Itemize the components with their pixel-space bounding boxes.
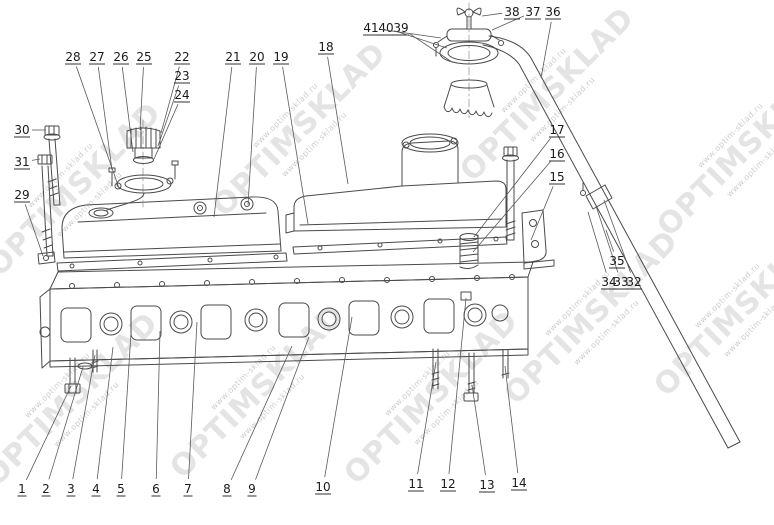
intake-manifold xyxy=(285,133,507,234)
callout-12: 12 xyxy=(440,477,455,491)
callout-32: 32 xyxy=(626,275,641,289)
callout-33: 33 xyxy=(613,275,628,289)
breather-spring-plug xyxy=(459,233,479,270)
leader-line-33 xyxy=(595,205,619,273)
callout-23: 23 xyxy=(174,69,189,83)
long-bolt-a xyxy=(43,125,61,206)
callout-27: 27 xyxy=(89,50,104,64)
mounting-bracket xyxy=(521,209,555,270)
callout-25: 25 xyxy=(136,50,151,64)
breather-tube xyxy=(482,35,741,449)
callout-26: 26 xyxy=(113,50,128,64)
leader-line-40 xyxy=(395,30,448,49)
leader-line-24 xyxy=(153,104,179,160)
leader-line-37 xyxy=(491,15,525,31)
callout-30: 30 xyxy=(14,123,29,137)
head-studs-and-bolts xyxy=(64,348,510,402)
callout-29: 29 xyxy=(14,188,29,202)
leader-line-14 xyxy=(504,365,519,474)
callout-7: 7 xyxy=(184,482,192,496)
callout-10: 10 xyxy=(315,480,330,494)
leader-line-29 xyxy=(24,204,44,257)
callout-11: 11 xyxy=(408,477,423,491)
leader-line-18 xyxy=(327,56,349,185)
callout-15: 15 xyxy=(549,170,564,184)
callout-41: 41 xyxy=(363,21,378,35)
leader-line-41 xyxy=(380,29,442,39)
callout-24: 24 xyxy=(174,88,189,102)
leader-line-4 xyxy=(96,346,114,480)
long-bolt-b xyxy=(37,154,54,257)
leader-line-35 xyxy=(605,229,615,252)
leader-line-11 xyxy=(417,361,437,475)
cylinder-head xyxy=(39,261,534,369)
leader-line-13 xyxy=(471,384,486,476)
callout-19: 19 xyxy=(273,50,288,64)
leader-line-31 xyxy=(31,158,41,161)
oil-filler-cap-assembly xyxy=(106,119,179,211)
callout-6: 6 xyxy=(152,482,160,496)
callout-14: 14 xyxy=(511,476,526,490)
valve-cover-gasket xyxy=(56,252,288,272)
leader-line-16 xyxy=(472,161,551,253)
leader-line-10 xyxy=(324,316,353,478)
callout-2: 2 xyxy=(42,482,50,496)
valve-cover xyxy=(61,196,282,259)
leader-line-25 xyxy=(139,66,144,131)
breather-cap-assembly xyxy=(433,2,504,119)
callout-4: 4 xyxy=(92,482,100,496)
callout-13: 13 xyxy=(479,478,494,492)
callout-31: 31 xyxy=(14,155,29,169)
leader-line-21 xyxy=(213,66,233,218)
leader-line-23 xyxy=(157,85,180,147)
callout-28: 28 xyxy=(65,50,80,64)
leader-line-3 xyxy=(72,354,96,480)
leader-line-19 xyxy=(282,66,309,225)
leader-line-2 xyxy=(48,366,84,480)
callout-16: 16 xyxy=(549,147,564,161)
leader-line-1 xyxy=(25,385,72,481)
callout-38: 38 xyxy=(504,5,519,19)
retainer-clip xyxy=(37,251,56,265)
leader-line-36 xyxy=(540,21,552,79)
leader-line-22 xyxy=(160,66,180,134)
leader-line-15 xyxy=(530,186,554,241)
leader-line-27 xyxy=(97,66,113,171)
leader-line-32 xyxy=(603,199,631,273)
leader-line-12 xyxy=(448,297,467,475)
callout-18: 18 xyxy=(318,40,333,54)
callout-5: 5 xyxy=(117,482,125,496)
callout-9: 9 xyxy=(248,482,256,496)
callout-3: 3 xyxy=(67,482,75,496)
leader-line-28 xyxy=(75,66,120,189)
callout-8: 8 xyxy=(223,482,231,496)
leader-line-17 xyxy=(473,137,552,238)
callout-36: 36 xyxy=(545,5,560,19)
callout-37: 37 xyxy=(525,5,540,19)
leader-line-9 xyxy=(255,336,310,480)
leader-line-34 xyxy=(587,211,607,273)
callout-35: 35 xyxy=(609,254,624,268)
callout-34: 34 xyxy=(601,275,616,289)
leader-line-26 xyxy=(121,66,134,153)
leader-line-20 xyxy=(247,66,257,206)
leader-line-5 xyxy=(121,332,132,480)
leader-line-38 xyxy=(481,12,503,17)
leader-line-7 xyxy=(188,321,198,480)
callout-20: 20 xyxy=(249,50,264,64)
leader-line-6 xyxy=(155,330,161,480)
bracket-bolt xyxy=(502,146,519,241)
callout-1: 1 xyxy=(18,482,26,496)
callout-17: 17 xyxy=(549,123,564,137)
callout-40: 40 xyxy=(378,21,393,35)
manifold-gasket xyxy=(292,236,508,255)
callout-21: 21 xyxy=(225,50,240,64)
callout-22: 22 xyxy=(174,50,189,64)
leader-line-8 xyxy=(230,345,293,481)
